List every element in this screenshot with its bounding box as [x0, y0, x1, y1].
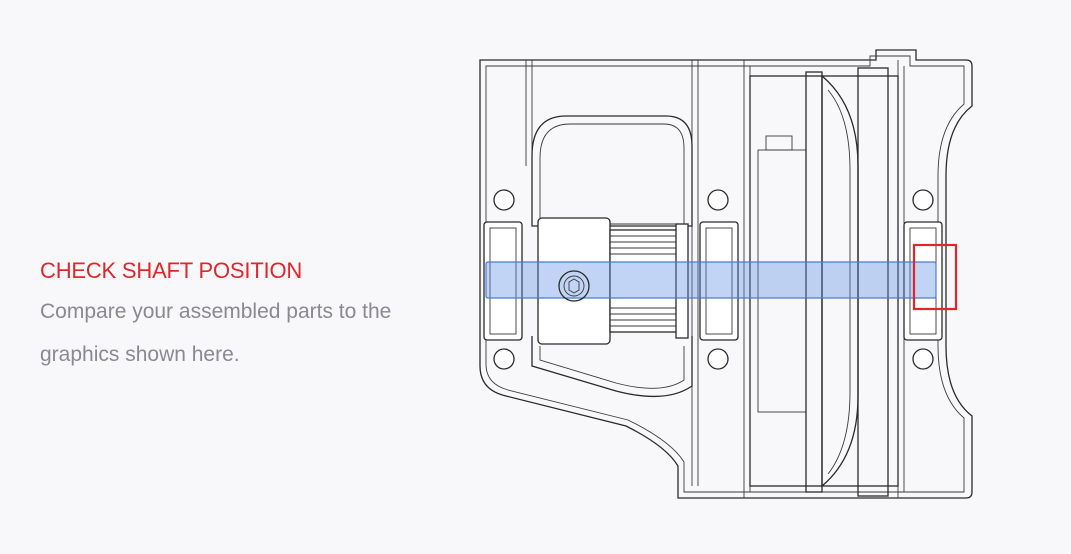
mounting-hole — [493, 348, 515, 370]
lower-bracket-inner — [539, 346, 685, 389]
middle-bearing-inner — [705, 227, 733, 335]
bracket-window-inner — [539, 123, 685, 225]
set-screw-hex-icon — [568, 278, 580, 294]
mounting-hole — [493, 189, 515, 211]
mounting-hole — [912, 348, 934, 370]
bracket-window — [531, 115, 693, 227]
mounting-hole — [707, 189, 729, 211]
set-screw-outer — [558, 270, 590, 302]
shaft-assembly-diagram — [466, 46, 978, 504]
lower-bracket — [531, 336, 693, 398]
middle-bearing — [699, 221, 739, 341]
mounting-hole — [707, 348, 729, 370]
timing-pulley-teeth — [609, 229, 681, 333]
motor-tab — [765, 135, 793, 151]
left-bearing-inner — [489, 227, 517, 335]
instruction-body: Compare your assembled parts to the grap… — [40, 300, 392, 366]
housing-outline — [479, 49, 973, 499]
timing-pulley-flange — [675, 223, 689, 339]
pulley-teeth-lines — [610, 235, 680, 327]
set-screw-inner — [563, 275, 585, 297]
mounting-hole — [912, 189, 934, 211]
pulley-outer-flange — [857, 67, 889, 497]
instruction-heading: CHECK SHAFT POSITION — [40, 258, 303, 283]
motor-body — [749, 75, 899, 487]
pulley-rim-inner — [827, 89, 851, 475]
instruction-text-block: CHECK SHAFT POSITION Compare your assemb… — [40, 256, 460, 376]
shaft-assembly-drawing — [479, 49, 973, 499]
shaft-end-callout-box — [912, 243, 958, 311]
shaft-highlight — [485, 261, 937, 299]
housing-inner-outline — [485, 55, 965, 493]
left-bearing — [483, 221, 523, 341]
